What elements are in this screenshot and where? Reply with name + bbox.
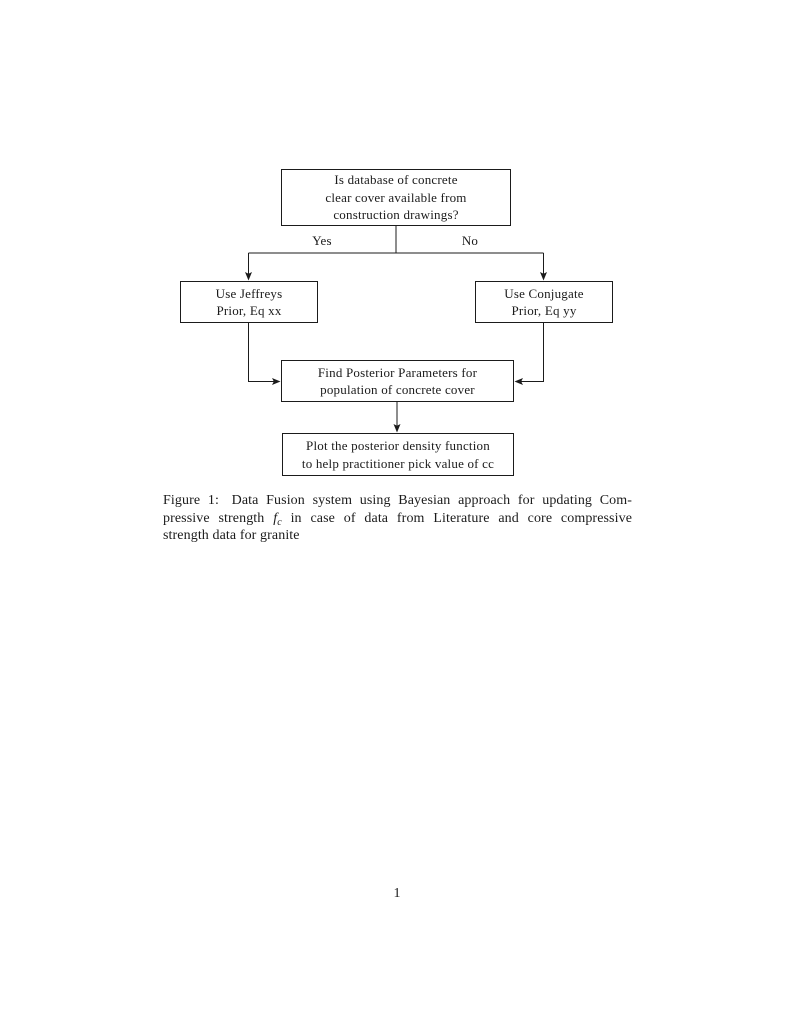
page-number: 1 (393, 886, 401, 901)
branch-label-no: No (461, 233, 479, 248)
caption-line-3: strength data for granite (163, 527, 632, 545)
caption-line2-before: pressive strength (163, 510, 265, 526)
caption-line1-text: Data Fusion system using Bayesian approa… (231, 493, 632, 508)
posterior-parameters-box-line1: Find Posterior Parameters for (317, 364, 478, 380)
jeffreys-prior-box: Use Jeffreys Prior, Eq xx (180, 281, 318, 323)
posterior-parameters-box: Find Posterior Parameters for population… (281, 360, 514, 402)
caption-label: Figure 1: (163, 493, 219, 508)
jeffreys-prior-box-line1: Use Jeffreys (215, 285, 283, 301)
decision-box-line1: Is database of concrete (334, 172, 458, 188)
plot-density-box-line2: to help practitioner pick value of cc (301, 455, 495, 471)
edge-jeffreys-to-posterior (248, 323, 281, 385)
math-f-subscript: c (277, 516, 282, 528)
decision-box-line3: construction drawings? (333, 207, 459, 223)
caption-line3-text: strength data for granite (163, 528, 300, 544)
caption-line-1: Figure 1: Data Fusion system using Bayes… (163, 492, 632, 510)
conjugate-prior-box-line2: Prior, Eq yy (511, 303, 577, 318)
caption-line2-after: in case of data from Literature and core… (290, 510, 633, 526)
conjugate-prior-box-line1: Use Conjugate (504, 285, 584, 301)
plot-density-box-line1: Plot the posterior density function (306, 438, 490, 453)
caption-line-2: pressive strength fc in case of data fro… (163, 510, 632, 528)
jeffreys-prior-box-line2: Prior, Eq xx (216, 303, 282, 318)
conjugate-prior-box: Use Conjugate Prior, Eq yy (475, 281, 613, 323)
branch-label-yes: Yes (312, 233, 332, 248)
decision-box: Is database of concrete clear cover avai… (281, 169, 511, 226)
plot-density-box: Plot the posterior density function to h… (282, 433, 514, 476)
math-fc-symbol: fc (273, 510, 282, 528)
posterior-parameters-box-line2: population of concrete cover (320, 382, 475, 397)
math-f: f (273, 510, 278, 526)
edge-conjugate-to-posterior (514, 323, 544, 385)
figure-caption: Figure 1: Data Fusion system using Bayes… (163, 492, 632, 545)
decision-box-line2: clear cover available from (325, 189, 467, 205)
